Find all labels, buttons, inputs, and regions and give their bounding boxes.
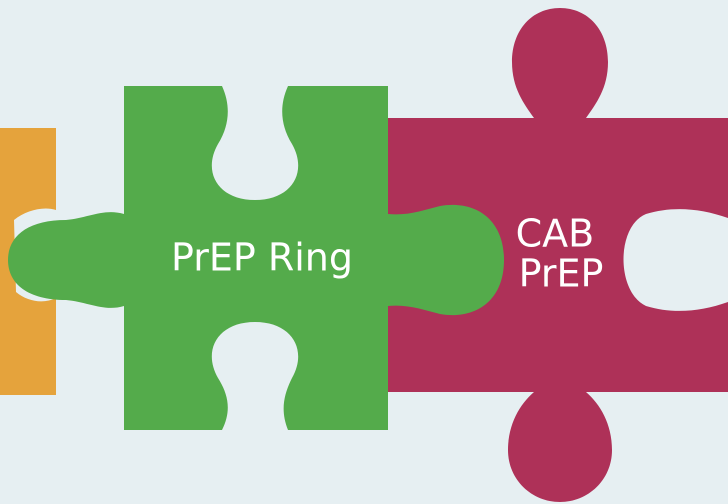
puzzle-label-line-2: PrEP <box>519 252 604 296</box>
puzzle-label-cab-prep: CAB PrEP <box>516 201 607 296</box>
puzzle-piece-magenta <box>385 8 728 502</box>
puzzle-label-prep-ring: PrEP Ring <box>171 236 353 280</box>
puzzle-piece-green <box>8 86 504 430</box>
puzzle-label-line-1: CAB <box>516 212 595 256</box>
puzzle-piece-orange <box>0 128 56 395</box>
